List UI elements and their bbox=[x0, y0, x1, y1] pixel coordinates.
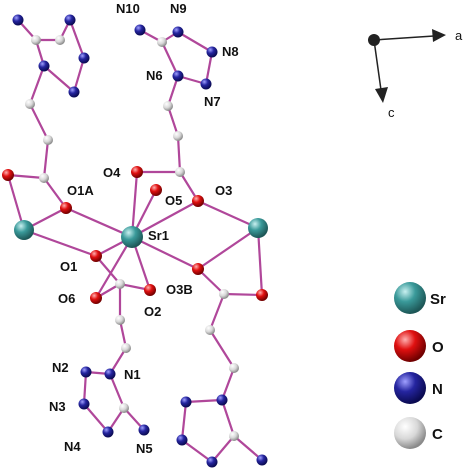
atom-c-lm-4 bbox=[119, 403, 129, 413]
axis-c-label: c bbox=[388, 105, 395, 120]
label-n5: N5 bbox=[136, 441, 153, 456]
legend-o-icon bbox=[394, 330, 426, 362]
axis-a-label: a bbox=[455, 28, 463, 43]
label-n1: N1 bbox=[124, 367, 141, 382]
label-o2: O2 bbox=[144, 304, 161, 319]
label-o5: O5 bbox=[165, 193, 182, 208]
atom-n-ul-2 bbox=[64, 14, 76, 26]
atom-c-um-4 bbox=[175, 167, 185, 177]
label-n9: N9 bbox=[170, 1, 187, 16]
atom-o-upper-left bbox=[2, 169, 14, 181]
atom-c-lm-2 bbox=[115, 315, 125, 325]
label-o1a: O1A bbox=[67, 183, 94, 198]
label-n3: N3 bbox=[49, 399, 66, 414]
atom-n4 bbox=[102, 426, 114, 438]
atom-o3b bbox=[192, 263, 204, 275]
atom-n-lr-3 bbox=[176, 434, 188, 446]
axis-c-arrow bbox=[373, 39, 382, 91]
atom-n8 bbox=[206, 46, 218, 58]
atom-c-lm-3 bbox=[121, 343, 131, 353]
atom-c-ul-4 bbox=[43, 135, 53, 145]
atom-labels: N10 N9 N8 N6 N7 O4 O5 O3 O1A Sr1 O1 O3B … bbox=[49, 1, 239, 456]
atom-o1a bbox=[60, 202, 72, 214]
atom-n6 bbox=[172, 70, 184, 82]
atom-o3 bbox=[192, 195, 204, 207]
atom-n-lr-5 bbox=[256, 454, 268, 466]
atom-c-lm-1 bbox=[115, 279, 125, 289]
label-o1: O1 bbox=[60, 259, 77, 274]
legend-sr-label: Sr bbox=[430, 291, 446, 308]
atom-n-ul-4 bbox=[68, 86, 80, 98]
atom-c-um-2 bbox=[163, 101, 173, 111]
atom-n5 bbox=[138, 424, 150, 436]
atom-c-ul-2 bbox=[55, 35, 65, 45]
atom-c-um-1 bbox=[157, 37, 167, 47]
label-n7: N7 bbox=[204, 94, 221, 109]
atom-c-ul-3 bbox=[25, 99, 35, 109]
atom-n-ul-3 bbox=[78, 52, 90, 64]
atom-o5 bbox=[150, 184, 162, 196]
atom-c-lr-1 bbox=[219, 289, 229, 299]
label-o6: O6 bbox=[58, 291, 75, 306]
atom-n-lr-2 bbox=[180, 396, 192, 408]
atom-n3 bbox=[78, 398, 90, 410]
atom-n10 bbox=[134, 24, 146, 36]
label-n8: N8 bbox=[222, 44, 239, 59]
atom-n-ul-1 bbox=[12, 14, 24, 26]
atom-o-lower-right bbox=[256, 289, 268, 301]
label-o4: O4 bbox=[103, 165, 121, 180]
axis-c-arrowhead-icon bbox=[375, 87, 388, 103]
axis-a-arrow bbox=[373, 35, 435, 41]
label-sr1: Sr1 bbox=[148, 228, 169, 243]
atom-c-um-3 bbox=[173, 131, 183, 141]
label-o3b: O3B bbox=[166, 282, 193, 297]
legend-n-label: N bbox=[432, 381, 443, 398]
legend: Sr O N C bbox=[394, 282, 446, 449]
atom-o6 bbox=[90, 292, 102, 304]
legend-c-icon bbox=[394, 417, 426, 449]
atom-n-lr-4 bbox=[206, 456, 218, 468]
atom-c-lr-3 bbox=[229, 363, 239, 373]
label-n2: N2 bbox=[52, 360, 69, 375]
atom-n1 bbox=[104, 368, 116, 380]
legend-n-icon bbox=[394, 372, 426, 404]
atom-n2 bbox=[80, 366, 92, 378]
label-n10: N10 bbox=[116, 1, 140, 16]
legend-o-label: O bbox=[432, 339, 444, 356]
atom-o4 bbox=[131, 166, 143, 178]
atom-c-ul-1 bbox=[31, 35, 41, 45]
legend-sr-icon bbox=[394, 282, 426, 314]
legend-c-label: C bbox=[432, 426, 443, 443]
atom-sr1 bbox=[121, 226, 143, 248]
atom-c-ul-5 bbox=[39, 173, 49, 183]
atom-n-lr-1 bbox=[216, 394, 228, 406]
atom-c-lr-4 bbox=[229, 431, 239, 441]
atom-sr-right bbox=[248, 218, 268, 238]
axis-indicator: a c bbox=[368, 28, 463, 120]
atom-set bbox=[2, 14, 268, 468]
atom-n7 bbox=[200, 78, 212, 90]
atom-n9 bbox=[172, 26, 184, 38]
label-n4: N4 bbox=[64, 439, 81, 454]
atom-sr-left bbox=[14, 220, 34, 240]
label-o3: O3 bbox=[215, 183, 232, 198]
label-n6: N6 bbox=[146, 68, 163, 83]
axis-a-arrowhead-icon bbox=[432, 29, 446, 42]
atom-n-ul-5 bbox=[38, 60, 50, 72]
atom-c-lr-2 bbox=[205, 325, 215, 335]
atom-o1 bbox=[90, 250, 102, 262]
atom-o2 bbox=[144, 284, 156, 296]
